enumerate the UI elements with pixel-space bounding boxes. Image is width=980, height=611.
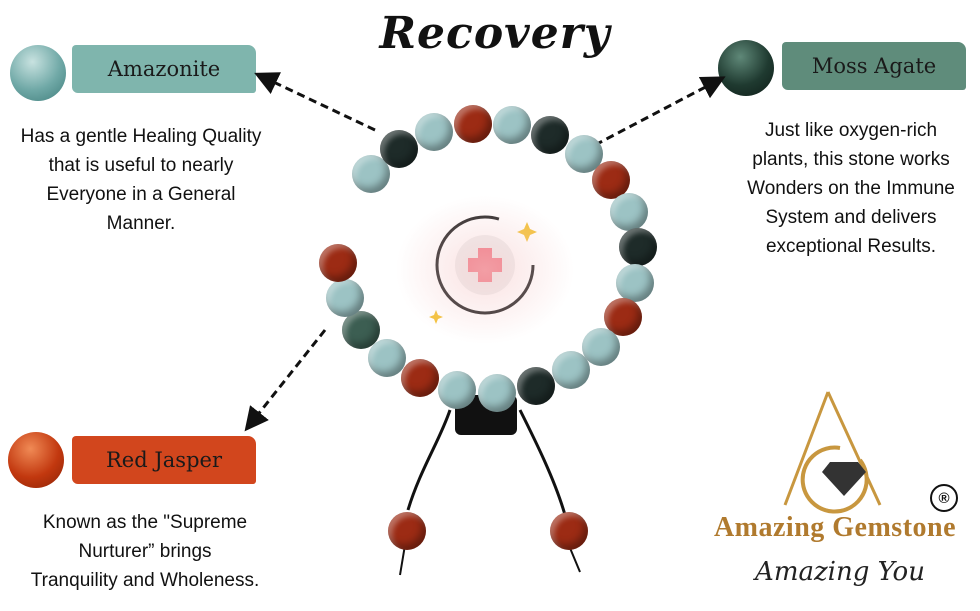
bead [516, 367, 555, 405]
brand-tagline: Amazing You [755, 557, 925, 587]
bead [616, 263, 655, 302]
amazonite-description: Has a gentle Healing Quality that is use… [0, 122, 282, 238]
desc-line: that is useful to nearly [48, 155, 234, 176]
bead [531, 116, 570, 155]
logo-arc [800, 445, 869, 514]
page-title: Recovery [379, 8, 611, 59]
cord [518, 409, 567, 516]
desc-line: Just like oxygen-rich [764, 120, 938, 141]
desc-line: Everyone in a General [46, 184, 236, 205]
background-glow [395, 195, 575, 345]
registered-mark: ® [930, 484, 958, 512]
bead [319, 243, 358, 282]
cord-end-bead [388, 512, 426, 550]
amazonite-label: Amazonite [72, 45, 256, 93]
desc-line: exceptional Results. [765, 236, 937, 257]
bead [552, 351, 591, 390]
moss-agate-stone-icon [718, 40, 774, 96]
desc-line: System and delivers [765, 207, 937, 228]
desc-line: Known as the "Supreme [42, 512, 248, 533]
moss-agate-arrow [594, 76, 726, 147]
logo-triangle [783, 391, 882, 506]
bead [414, 113, 453, 152]
desc-line: Nurturer” brings [78, 541, 212, 562]
bead [351, 155, 390, 194]
moss-agate-description: Just like oxygen-rich plants, this stone… [720, 116, 980, 261]
bead [591, 161, 630, 200]
bead [477, 373, 516, 412]
bead [610, 193, 649, 232]
bead [400, 359, 439, 398]
bead [453, 104, 492, 143]
bead [342, 311, 381, 350]
desc-line: plants, this stone works [752, 149, 950, 170]
brand-name: Amazing Gemstone [713, 512, 957, 543]
desc-line: Wonders on the Immune [747, 178, 955, 199]
red-jasper-arrow [244, 329, 327, 432]
bead [618, 228, 657, 267]
red-jasper-label: Red Jasper [72, 436, 256, 484]
diamond-icon [822, 462, 866, 496]
cord [406, 409, 452, 511]
moss-agate-label: Moss Agate [782, 42, 966, 90]
cord-end-bead [550, 512, 588, 550]
bead [367, 338, 406, 377]
amazonite-stone-icon [10, 45, 66, 101]
desc-line: Has a gentle Healing Quality [20, 126, 262, 147]
desc-line: Tranquility and Wholeness. [30, 570, 260, 591]
bead [493, 105, 532, 144]
red-jasper-description: Known as the "Supreme Nurturer” brings T… [0, 508, 290, 595]
desc-line: Manner. [106, 213, 176, 234]
cord-ends [399, 544, 581, 576]
bead [380, 130, 419, 169]
bead [582, 327, 621, 366]
amazonite-arrow [254, 72, 376, 132]
bead [325, 278, 364, 317]
red-jasper-stone-icon [8, 432, 64, 488]
bead [438, 371, 476, 410]
